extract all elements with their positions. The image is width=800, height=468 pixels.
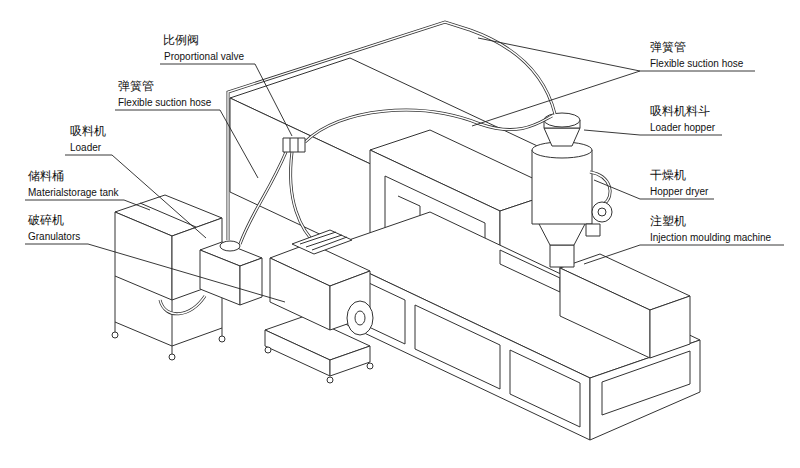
part-label: 吸料机 <box>70 125 106 139</box>
part-label: 储料桶 <box>28 170 64 184</box>
part-label: 破碎机 <box>28 214 64 228</box>
part-label: Loader hopper <box>650 122 715 134</box>
part-label: Flexible suction hose <box>118 97 211 109</box>
part-label: 注塑机 <box>650 215 686 229</box>
part-label: 比例阀 <box>163 34 199 48</box>
part-label: Granulators <box>28 231 80 243</box>
part-label: 弹簧管 <box>118 80 154 94</box>
part-label: Flexible suction hose <box>650 58 743 70</box>
part-label: 吸料机料斗 <box>650 105 710 119</box>
part-label: Loader <box>70 142 101 154</box>
part-label: Hopper dryer <box>650 186 708 198</box>
part-label: Proportional valve <box>164 51 244 63</box>
part-label: Materialstorage tank <box>28 187 119 199</box>
part-label: 干燥机 <box>650 169 686 183</box>
part-label: Injection moulding machine <box>650 232 771 244</box>
part-label: 弹簧管 <box>650 41 686 55</box>
